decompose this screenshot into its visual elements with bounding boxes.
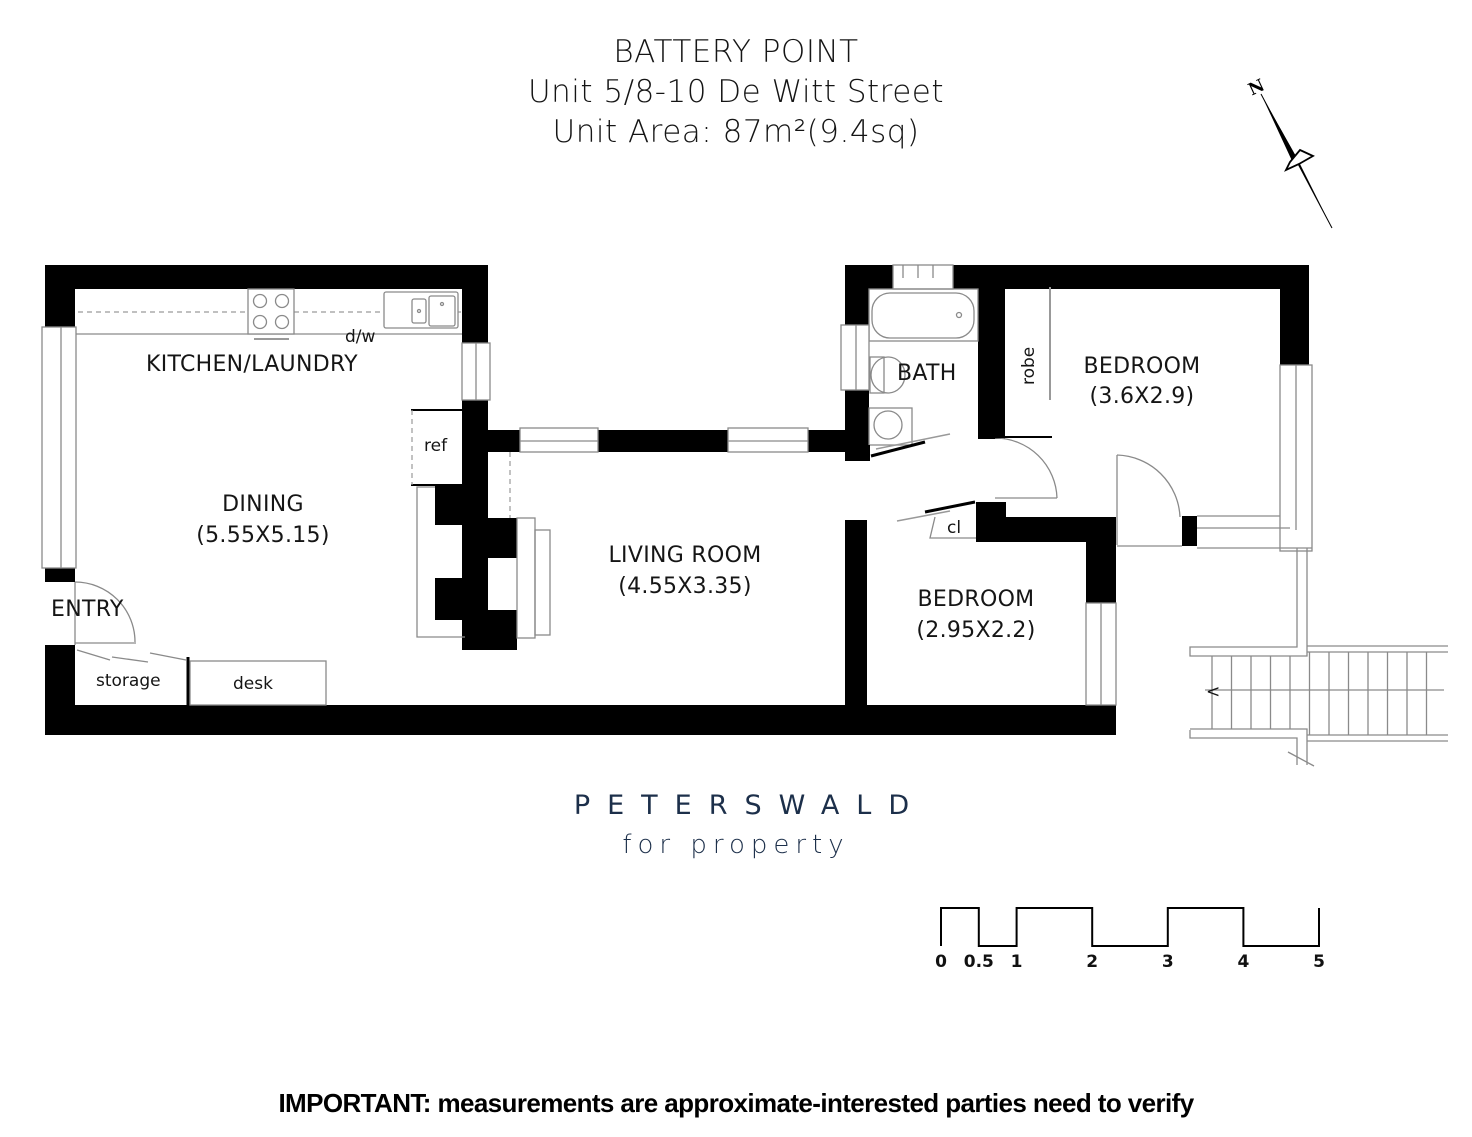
bedroom1-door[interactable] bbox=[978, 436, 1058, 499]
dining-label: DINING bbox=[222, 492, 304, 517]
fridge-label: ref bbox=[424, 436, 448, 456]
brand-tagline: for property bbox=[622, 830, 850, 860]
north-label: N bbox=[1245, 76, 1268, 101]
title-block: BATTERY POINT Unit 5/8-10 De Witt Street… bbox=[0, 32, 1472, 152]
desk bbox=[189, 660, 327, 706]
suburb-title: BATTERY POINT bbox=[613, 34, 859, 70]
dining-size: (5.55X5.15) bbox=[196, 523, 330, 548]
external-stairs bbox=[1189, 548, 1448, 767]
scale-tick-label: 2 bbox=[1086, 952, 1098, 972]
scale-tick-label: 3 bbox=[1162, 952, 1174, 972]
entry-label: ENTRY bbox=[51, 597, 124, 622]
living-size: (4.55X3.35) bbox=[618, 574, 752, 599]
scale-tick-label: 0 bbox=[935, 952, 947, 972]
stairs-direction-arrow: < bbox=[1206, 682, 1220, 702]
walls-right-block bbox=[845, 265, 1309, 735]
storage-cupboard bbox=[76, 649, 190, 705]
toilet-icon bbox=[870, 356, 906, 394]
bath-fixtures bbox=[840, 264, 979, 461]
walls-left-block bbox=[45, 265, 1115, 735]
address-title: Unit 5/8-10 De Witt Street bbox=[527, 74, 945, 110]
front-door[interactable] bbox=[1116, 454, 1182, 547]
bedroom1-label: BEDROOM bbox=[1084, 354, 1201, 379]
north-arrow-icon: N bbox=[1245, 76, 1333, 229]
bedroom1-size: (3.6X2.9) bbox=[1090, 384, 1195, 409]
scale-bar: 0 0.5 1 2 3 4 5 bbox=[935, 907, 1325, 972]
bedroom2-label: BEDROOM bbox=[918, 587, 1035, 612]
bedroom2-size: (2.95X2.2) bbox=[916, 618, 1035, 643]
basin-icon bbox=[868, 407, 913, 446]
living-label: LIVING ROOM bbox=[609, 543, 762, 568]
brand-logo: PETERSWALD bbox=[573, 790, 927, 821]
scale-tick-label: 4 bbox=[1237, 952, 1249, 972]
scale-tick-label: 5 bbox=[1313, 952, 1325, 972]
windows-left-block bbox=[41, 326, 809, 569]
bathtub-icon bbox=[871, 292, 975, 339]
bedroom1-window bbox=[1197, 364, 1313, 552]
kitchen-label: KITCHEN/LAUNDRY bbox=[146, 352, 358, 377]
scale-tick-label: 1 bbox=[1011, 952, 1023, 972]
disclaimer: IMPORTANT: measurements are approximate-… bbox=[278, 1088, 1194, 1118]
bedroom2-window bbox=[1085, 602, 1117, 706]
fridge bbox=[411, 409, 462, 486]
dishwasher-label: d/w bbox=[345, 327, 376, 347]
closet-label: cl bbox=[947, 518, 961, 538]
robe-label: robe bbox=[1019, 347, 1039, 385]
bath-label: BATH bbox=[897, 361, 957, 386]
sink-icon bbox=[383, 291, 459, 329]
fireplace bbox=[416, 452, 551, 639]
entry-door[interactable] bbox=[74, 581, 136, 645]
desk-label: desk bbox=[233, 674, 273, 694]
cooktop-icon bbox=[247, 288, 295, 335]
unit-area: Unit Area: 87m²(9.4sq) bbox=[552, 114, 920, 150]
kitchen-bench bbox=[75, 288, 462, 340]
storage-label: storage bbox=[96, 671, 161, 691]
scale-tick-label: 0.5 bbox=[964, 952, 994, 972]
closet bbox=[896, 500, 976, 539]
